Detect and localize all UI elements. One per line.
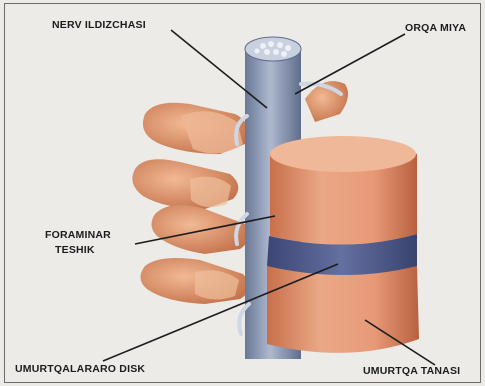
leader-line-spinal-cord	[295, 34, 405, 94]
diagram-frame: NERV ILDIZCHASI ORQA MIYA FORAMINAR TESH…	[4, 3, 481, 383]
label-nerve-root: NERV ILDIZCHASI	[52, 19, 146, 31]
label-foramen-line2: TESHIK	[55, 244, 95, 256]
label-intervertebral-disc: UMURTQALARARO DISK	[15, 363, 145, 375]
spine-illustration	[5, 4, 481, 383]
label-spinal-cord: ORQA MIYA	[405, 22, 466, 34]
label-foramen-line1: FORAMINAR	[45, 229, 111, 241]
label-vertebral-body: UMURTQA TANASI	[363, 365, 460, 377]
